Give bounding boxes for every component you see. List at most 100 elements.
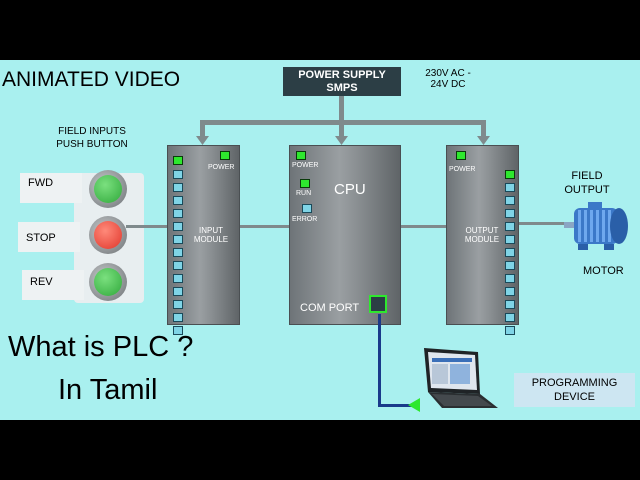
output-terminal [505,183,515,192]
output-terminal [505,274,515,283]
field-output-line2: OUTPUT [564,184,610,196]
com-link-vertical [378,314,381,407]
rev-label: REV [30,276,53,288]
input-terminal [173,183,183,192]
fwd-push-button[interactable] [89,170,127,208]
input-terminal [173,235,183,244]
com-port-label: COM PORT [300,302,360,314]
field-output-label: FIELD OUTPUT [552,169,622,197]
cpu-error-led [302,204,312,213]
fwd-button-face [94,175,122,203]
output-terminal [505,287,515,296]
output-module-line1: OUTPUT [465,226,499,235]
output-power-label: POWER [449,166,476,173]
power-arrows [196,136,490,145]
field-inputs-label: FIELD INPUTS PUSH BUTTON [48,125,136,151]
power-supply-label: POWER SUPPLY [298,69,386,81]
output-terminal [505,261,515,270]
stop-label-tab: STOP [18,222,80,252]
input-module-label: INPUT MODULE [186,226,236,244]
output-terminal [505,196,515,205]
output-terminal [505,300,515,309]
power-supply-type: SMPS [326,82,358,94]
output-terminal [505,326,515,335]
cpu-to-output-wire [398,225,446,228]
diagram-stage: ANIMATED VIDEO POWER SUPPLY SMPS 230V AC… [0,60,640,420]
output-status-led [456,151,466,160]
caption-in-tamil: In Tamil [58,374,158,406]
output-module-line2: MODULE [464,235,500,244]
arrow-to-input [196,136,209,145]
psu-to-input-wire [200,120,205,140]
output-terminal [505,235,515,244]
psu-to-cpu-wire [339,120,344,140]
output-terminal-column [505,170,515,339]
output-module: POWER OUTPUT MODULE [446,145,519,335]
input-terminal [173,170,183,179]
input-terminal [173,287,183,296]
fwd-label: FWD [28,177,54,189]
input-module: POWER INPUT MODULE [167,145,240,335]
cpu-power-led [296,151,306,160]
power-rating-ac: 230V AC - [425,68,471,79]
rev-label-tab: REV [22,270,84,300]
arrow-to-output [477,136,490,145]
com-port-socket[interactable] [369,295,387,313]
input-terminal-column [173,170,183,339]
psu-drop-wire [339,96,344,122]
input-terminal [173,209,183,218]
stop-push-button[interactable] [89,216,127,254]
input-terminal [173,274,183,283]
cpu-title: CPU [334,181,366,198]
output-terminal [505,222,515,231]
psu-to-output-wire [481,120,486,140]
power-rating-dc: 24V DC [430,79,466,90]
stop-label: STOP [26,232,56,244]
video-title: ANIMATED VIDEO [2,68,181,91]
fwd-label-tab: FWD [20,173,82,203]
output-terminal-led [505,170,515,179]
power-supply-box: POWER SUPPLY SMPS [283,67,401,96]
input-terminal [173,261,183,270]
output-terminal [505,209,515,218]
input-terminal [173,248,183,257]
power-rating: 230V AC - 24V DC [418,68,478,90]
com-link-horizontal [378,404,416,407]
cpu-error-label: ERROR [292,216,318,223]
cpu-power-label: POWER [292,162,319,169]
rev-push-button[interactable] [89,263,127,301]
input-terminal [173,326,183,335]
motor-label: MOTOR [583,265,624,277]
output-module-label: OUTPUT MODULE [455,226,509,244]
programming-device-label: PROGRAMMING DEVICE [514,373,635,407]
input-power-label: POWER [208,164,235,171]
stop-button-face [94,221,122,249]
buttons-to-input-wire [126,225,168,228]
input-power-led [220,151,230,160]
cpu-module: POWER RUN ERROR CPU COM PORT [289,145,401,325]
programming-device-line2: DEVICE [554,391,595,403]
output-terminal [505,248,515,257]
programming-device-line1: PROGRAMMING [531,377,618,389]
field-output-line1: FIELD [571,170,603,182]
input-terminal [173,196,183,205]
field-inputs-line1: FIELD INPUTS [58,126,126,137]
input-terminal [173,222,183,231]
motor-icon [564,202,628,250]
input-terminal [173,300,183,309]
laptop-icon[interactable] [418,348,502,420]
cpu-run-led [300,179,310,188]
caption-what-is-plc: What is PLC ? [8,331,194,363]
input-to-cpu-wire [238,225,290,228]
input-module-line1: INPUT [199,226,223,235]
cpu-run-label: RUN [296,190,312,197]
com-link-arrow [408,398,420,412]
input-status-led [173,156,183,165]
field-inputs-line2: PUSH BUTTON [56,139,128,150]
input-module-line2: MODULE [193,235,229,244]
arrow-to-cpu [335,136,348,145]
rev-button-face [94,268,122,296]
output-terminal [505,313,515,322]
output-to-motor-wire [516,222,564,225]
input-terminal [173,313,183,322]
